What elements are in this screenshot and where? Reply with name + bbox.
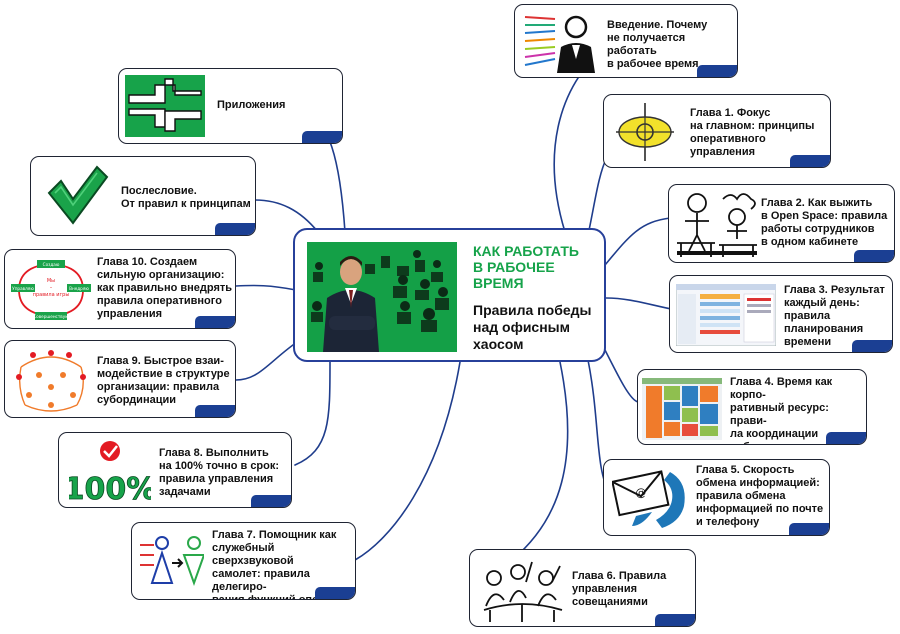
node-label: Глава 9. Быстрое взаи- модействие в стру… [97,355,230,406]
open-space-people-icon [677,193,757,257]
calendar-schedule-icon [642,378,722,440]
node-label: Глава 2. Как выжить в Open Space: правил… [761,197,888,248]
node-afterword[interactable]: Послесловие. От правил к принципам [30,156,256,236]
node-chapter-3[interactable]: Глава 3. Результат каждый день: правила … [669,275,893,353]
node-chapter-7[interactable]: Глава 7. Помощник как служебный сверхзву… [131,522,356,600]
node-label: Глава 6. Правила управления совещаниями [572,570,667,608]
cycle-improve-label: Совершенствую [33,314,69,319]
office-photo [307,242,457,352]
green-checkmark-icon [47,165,109,225]
node-chapter-9[interactable]: Глава 9. Быстрое взаи- модействие в стру… [4,340,236,418]
node-chapter-5[interactable]: @ Глава 5. Скорость обмена информацией: … [603,459,830,536]
book-title: КАК РАБОТАТЬ В РАБОЧЕЕ ВРЕМЯ [473,243,579,291]
cycle-manage-label: Управляю [12,286,34,291]
meeting-people-icon [483,561,563,622]
node-chapter-1[interactable]: Глава 1. Фокус на главном: принципы опер… [603,94,831,168]
svg-text:–: – [50,285,53,291]
node-chapter-2[interactable]: Глава 2. Как выжить в Open Space: правил… [668,184,895,263]
node-label: Глава 1. Фокус на главном: принципы опер… [690,107,815,158]
puzzle-hands-icon [125,75,205,137]
svg-text:@: @ [634,485,647,500]
node-chapter-6[interactable]: Глава 6. Правила управления совещаниями [469,549,696,627]
frustrated-worker-icon [524,15,595,73]
planner-screenshot-icon [676,284,776,346]
node-label: Глава 3. Результат каждый день: правила … [784,284,885,348]
node-chapter-8[interactable]: 100% Глава 8. Выполнить на 100% точно в … [58,432,292,508]
target-crosshair-icon [616,103,674,161]
cycle-center-label: Мы – правила игры [33,278,70,298]
node-label: Глава 8. Выполнить на 100% точно в срок:… [159,447,280,498]
central-topic: КАК РАБОТАТЬ В РАБОЧЕЕ ВРЕМЯ Правила поб… [293,228,606,362]
node-label: Приложения [217,99,286,111]
svg-text:правила игры: правила игры [33,292,70,298]
node-appendix[interactable]: Приложения [118,68,343,144]
node-label: Глава 7. Помощник как служебный сверхзву… [212,529,354,600]
svg-text:Мы: Мы [47,278,55,284]
node-chapter-4[interactable]: Глава 4. Время как корпо- ративный ресур… [637,369,867,445]
node-introduction[interactable]: Введение. Почему не получается работать … [514,4,738,78]
office-people-icon [307,242,457,352]
node-chapter-10[interactable]: Создаю Внедряю Совершенствую Управляю Мы… [4,249,236,329]
percent-text: 100% [69,472,151,503]
delegation-icon [140,536,204,586]
mail-phone-icon: @ [612,470,685,528]
book-subtitle: Правила победы над офисным хаосом [473,302,592,352]
node-label: Глава 10. Создаем сильную организацию: к… [97,256,233,320]
cycle-implement-label: Внедряю [69,286,89,291]
management-cycle-icon: Создаю Внедряю Совершенствую Управляю Мы… [11,260,91,320]
node-label: Глава 5. Скорость обмена информацией: пр… [696,464,824,528]
hundred-percent-icon: 100% [69,441,151,503]
node-label: Введение. Почему не получается работать … [607,19,708,70]
org-structure-icon [16,350,86,412]
cycle-create-label: Создаю [43,262,60,267]
node-label: Послесловие. От правил к принципам [121,185,251,210]
node-label: Глава 4. Время как корпо- ративный ресур… [730,376,833,444]
